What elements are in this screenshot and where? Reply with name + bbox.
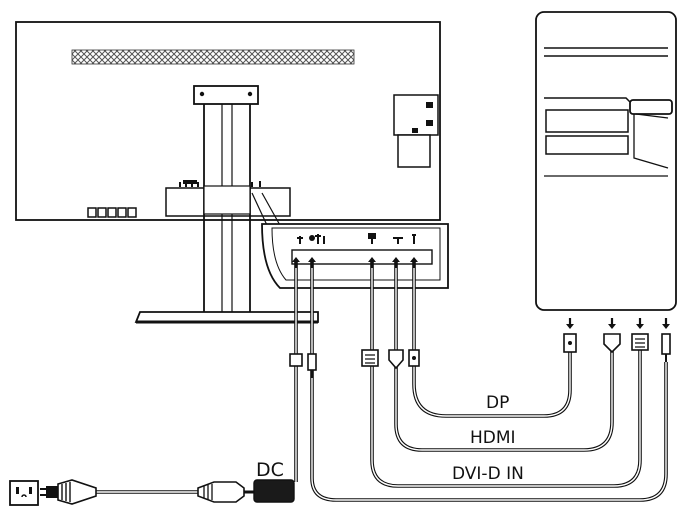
vent-grille [71,49,355,65]
power-plug-icon [40,479,97,505]
power-outlet-icon [9,480,39,506]
dp-label: DP [486,393,509,413]
dvi-label: DVI-D IN [452,464,524,484]
dc-label: DC [256,459,284,481]
hdmi-label: HDMI [470,428,516,448]
hdmi-connector-icon [388,349,404,370]
dvi-connector-icon [361,349,379,367]
dc-connector-icon [289,353,303,367]
arrow-down-icon [564,316,672,331]
dp-connector-icon [408,349,420,367]
pc-hdmi-connector-icon [603,333,621,354]
pc-dvi-connector-icon [631,333,649,351]
monitor-stand [134,85,319,324]
audio-connector-icon [307,353,317,378]
pc-audio-connector-icon [661,333,671,362]
pc-dp-connector-icon [563,333,577,353]
power-cord-connector-icon [197,481,245,503]
power-adapter [253,479,295,503]
port-panel [261,223,449,289]
pc-tower [535,11,677,311]
button-row [87,207,137,218]
cables [96,262,668,502]
side-port-block [393,94,439,168]
